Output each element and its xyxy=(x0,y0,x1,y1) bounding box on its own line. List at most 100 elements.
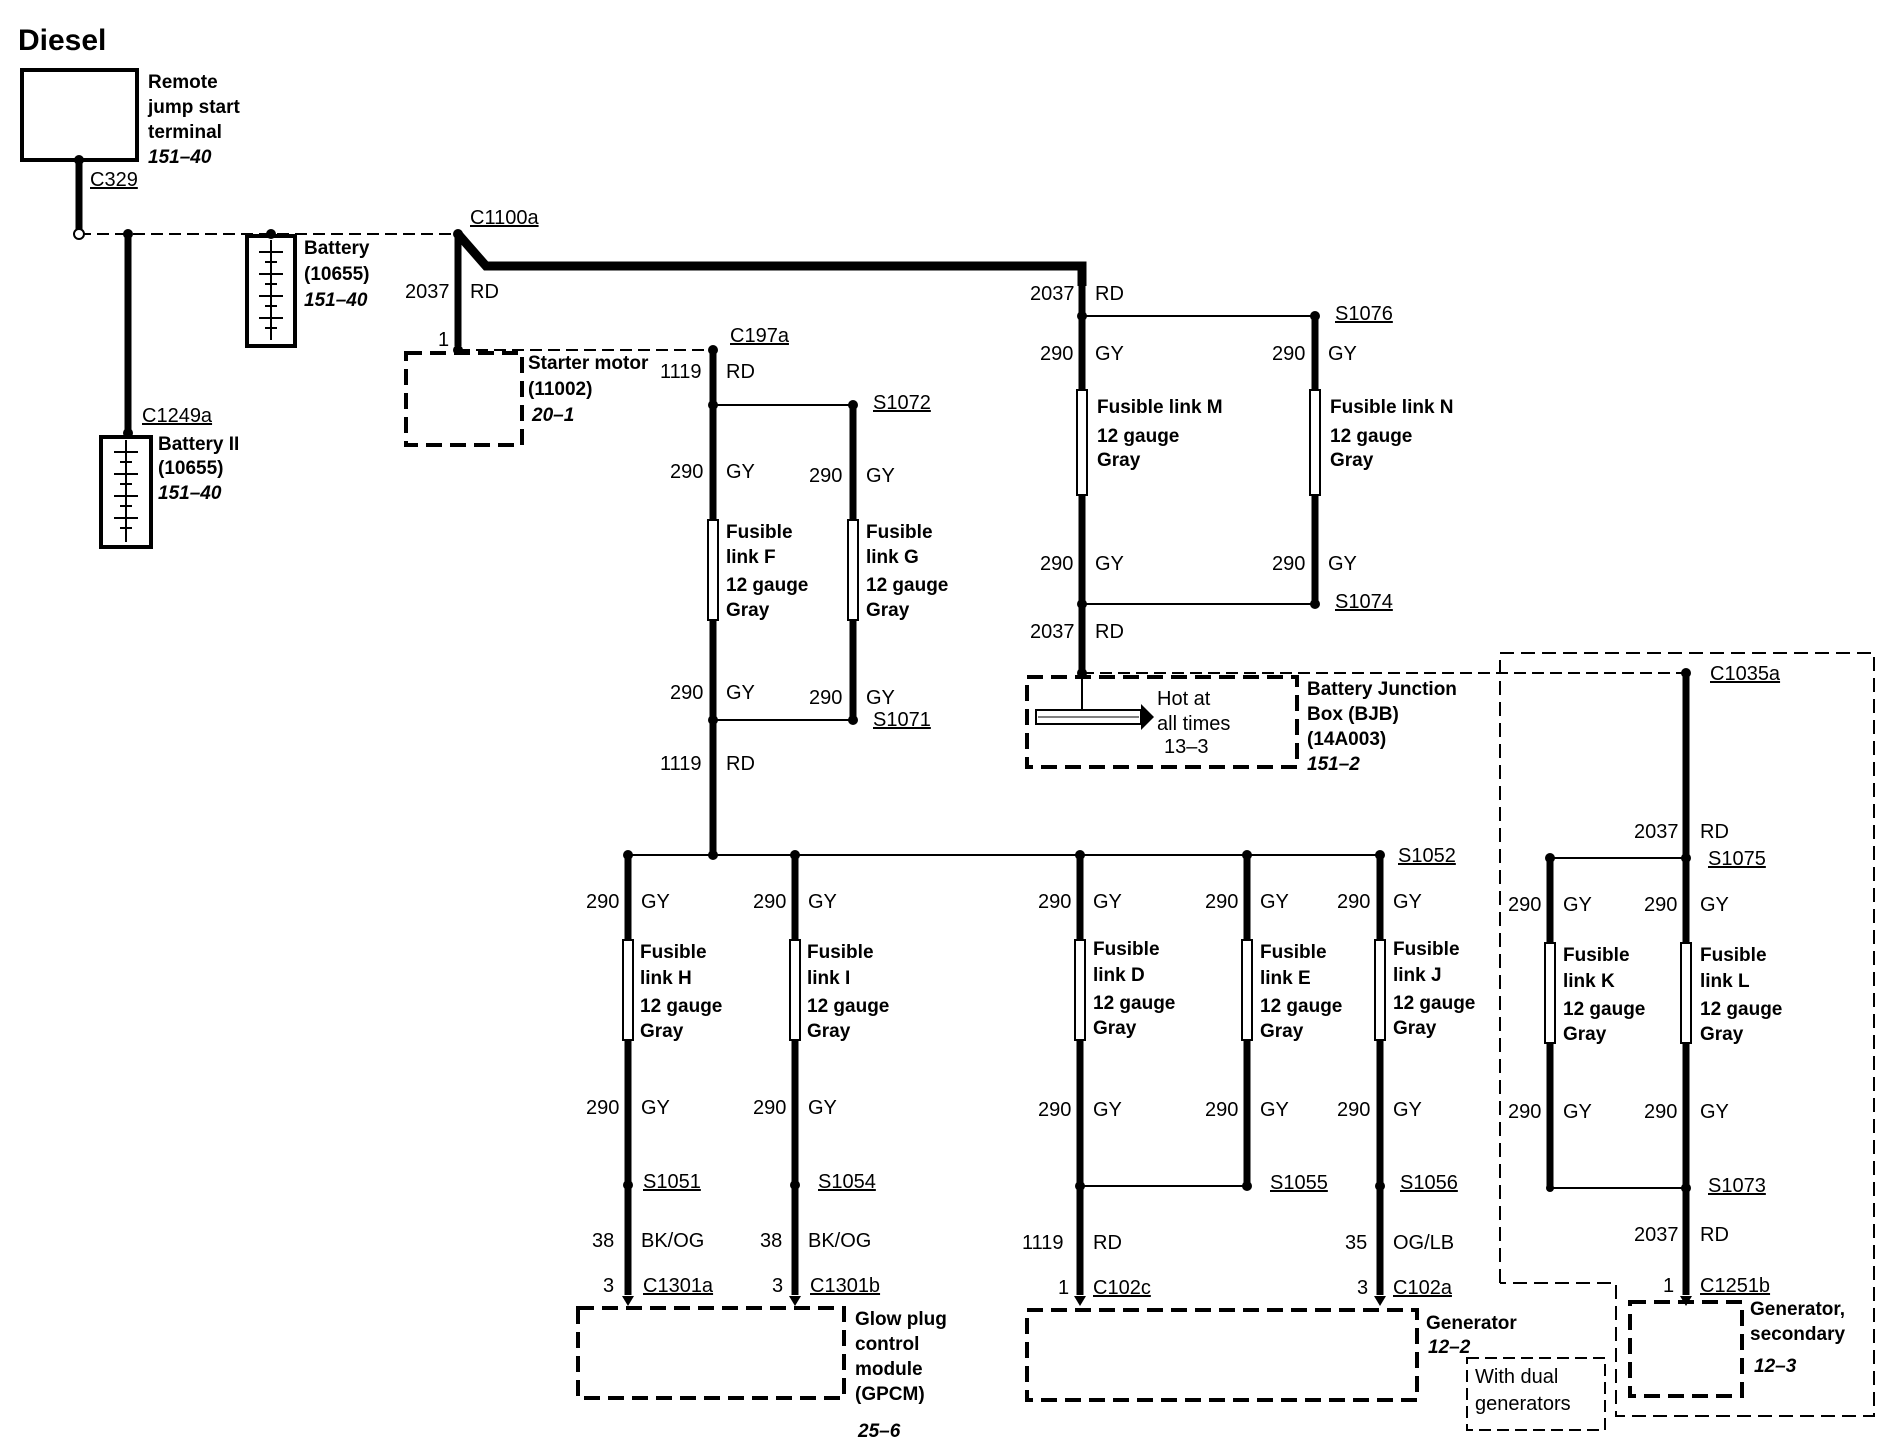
svg-text:Generator,: Generator, xyxy=(1750,1299,1845,1320)
svg-text:GY: GY xyxy=(1563,894,1592,916)
svg-text:290: 290 xyxy=(586,1097,619,1119)
svg-text:Box (BJB): Box (BJB) xyxy=(1307,704,1399,725)
svg-text:Hot at: Hot at xyxy=(1157,688,1211,710)
svg-text:1119: 1119 xyxy=(1022,1232,1064,1254)
svg-text:(10655): (10655) xyxy=(158,458,224,479)
svg-text:2037: 2037 xyxy=(1634,1224,1679,1246)
svg-text:Fusible: Fusible xyxy=(1563,945,1630,966)
svg-text:Fusible link M: Fusible link M xyxy=(1097,397,1223,418)
svg-text:1119: 1119 xyxy=(660,753,702,775)
svg-text:290: 290 xyxy=(670,461,703,483)
svg-text:Generator: Generator xyxy=(1426,1313,1517,1334)
svg-text:Fusible: Fusible xyxy=(807,942,874,963)
svg-text:link F: link F xyxy=(726,547,776,568)
svg-text:link I: link I xyxy=(807,968,850,989)
svg-text:12 gauge: 12 gauge xyxy=(807,996,889,1017)
svg-text:151–40: 151–40 xyxy=(148,147,212,168)
svg-text:(11002): (11002) xyxy=(528,379,592,400)
svg-text:GY: GY xyxy=(1700,894,1729,916)
svg-text:link D: link D xyxy=(1093,965,1145,986)
svg-text:GY: GY xyxy=(1393,891,1422,913)
svg-text:GY: GY xyxy=(726,682,755,704)
svg-text:290: 290 xyxy=(1040,343,1073,365)
svg-text:module: module xyxy=(855,1359,923,1380)
svg-text:link E: link E xyxy=(1260,968,1311,989)
svg-text:Battery II: Battery II xyxy=(158,434,239,455)
svg-text:RD: RD xyxy=(1093,1232,1122,1254)
svg-text:GY: GY xyxy=(1328,343,1357,365)
svg-text:Fusible: Fusible xyxy=(1093,939,1160,960)
svg-text:290: 290 xyxy=(1272,343,1305,365)
connector-c1301b: C1301b xyxy=(810,1275,880,1297)
connector-c1249a: C1249a xyxy=(142,405,213,427)
svg-text:GY: GY xyxy=(1700,1101,1729,1123)
svg-text:12–3: 12–3 xyxy=(1754,1356,1797,1377)
svg-text:Gray: Gray xyxy=(1330,450,1374,471)
svg-text:13–3: 13–3 xyxy=(1164,736,1209,758)
starter-motor: Starter motor (11002) 20–1 xyxy=(404,351,649,447)
svg-text:(14A003): (14A003) xyxy=(1307,729,1386,750)
svg-text:2037: 2037 xyxy=(1634,821,1679,843)
svg-text:290: 290 xyxy=(1205,891,1238,913)
svg-text:12 gauge: 12 gauge xyxy=(1093,993,1175,1014)
svg-text:control: control xyxy=(855,1334,919,1355)
svg-text:(GPCM): (GPCM) xyxy=(855,1384,925,1405)
svg-text:Fusible: Fusible xyxy=(640,942,707,963)
svg-text:290: 290 xyxy=(670,682,703,704)
svg-text:1: 1 xyxy=(1058,1277,1069,1299)
svg-text:Fusible: Fusible xyxy=(866,522,933,543)
svg-text:GY: GY xyxy=(808,891,837,913)
svg-text:Gray: Gray xyxy=(807,1021,851,1042)
svg-text:290: 290 xyxy=(753,891,786,913)
svg-text:25–6: 25–6 xyxy=(857,1421,901,1440)
connector-c329: C329 xyxy=(90,169,138,191)
connector-c1100a: C1100a xyxy=(470,207,539,229)
splice-s1054: S1054 xyxy=(818,1171,876,1193)
connector-c1251b: C1251b xyxy=(1700,1275,1770,1297)
svg-text:290: 290 xyxy=(1644,894,1677,916)
svg-text:GY: GY xyxy=(866,687,895,709)
splice-s1071: S1071 xyxy=(873,709,931,731)
svg-text:12–2: 12–2 xyxy=(1428,1337,1471,1358)
svg-text:Fusible link N: Fusible link N xyxy=(1330,397,1454,418)
svg-text:1119: 1119 xyxy=(660,361,702,383)
svg-text:1: 1 xyxy=(1663,1275,1674,1297)
connector-c102c: C102c xyxy=(1093,1277,1151,1299)
svg-text:290: 290 xyxy=(753,1097,786,1119)
svg-text:151–40: 151–40 xyxy=(158,483,222,504)
svg-text:BK/OG: BK/OG xyxy=(808,1230,871,1252)
svg-text:3: 3 xyxy=(1357,1277,1368,1299)
svg-text:12 gauge: 12 gauge xyxy=(1563,999,1645,1020)
svg-text:GY: GY xyxy=(1260,1099,1289,1121)
generator: Generator 12–2 With dual generators xyxy=(1025,1296,1606,1431)
svg-text:12 gauge: 12 gauge xyxy=(1260,996,1342,1017)
svg-text:link H: link H xyxy=(640,968,692,989)
svg-text:OG/LB: OG/LB xyxy=(1393,1232,1454,1254)
svg-text:Fusible: Fusible xyxy=(726,522,793,543)
splice-s1051: S1051 xyxy=(643,1171,701,1193)
remote-jump-start-terminal: Remote jump start terminal 151–40 C329 xyxy=(20,68,241,191)
battery-junction-box: Hot at all times 13–3 Battery Junction B… xyxy=(1025,673,1457,775)
svg-text:290: 290 xyxy=(1040,553,1073,575)
splice-s1055: S1055 xyxy=(1270,1172,1328,1194)
svg-text:38: 38 xyxy=(760,1230,782,1252)
svg-text:(10655): (10655) xyxy=(304,264,370,285)
svg-text:Gray: Gray xyxy=(1563,1024,1607,1045)
svg-text:2037: 2037 xyxy=(1030,621,1075,643)
connector-c197a: C197a xyxy=(730,325,790,347)
svg-text:290: 290 xyxy=(809,687,842,709)
svg-text:35: 35 xyxy=(1345,1232,1367,1254)
svg-text:generators: generators xyxy=(1475,1393,1571,1415)
svg-text:Gray: Gray xyxy=(1093,1018,1137,1039)
svg-text:link J: link J xyxy=(1393,965,1442,986)
svg-text:151–2: 151–2 xyxy=(1307,754,1360,775)
svg-text:With dual: With dual xyxy=(1475,1366,1558,1388)
svg-text:290: 290 xyxy=(1337,1099,1370,1121)
svg-text:GY: GY xyxy=(1260,891,1289,913)
svg-text:RD: RD xyxy=(726,361,755,383)
svg-text:1: 1 xyxy=(438,329,449,351)
svg-text:290: 290 xyxy=(809,465,842,487)
splice-s1072: S1072 xyxy=(873,392,931,414)
svg-text:BK/OG: BK/OG xyxy=(641,1230,704,1252)
